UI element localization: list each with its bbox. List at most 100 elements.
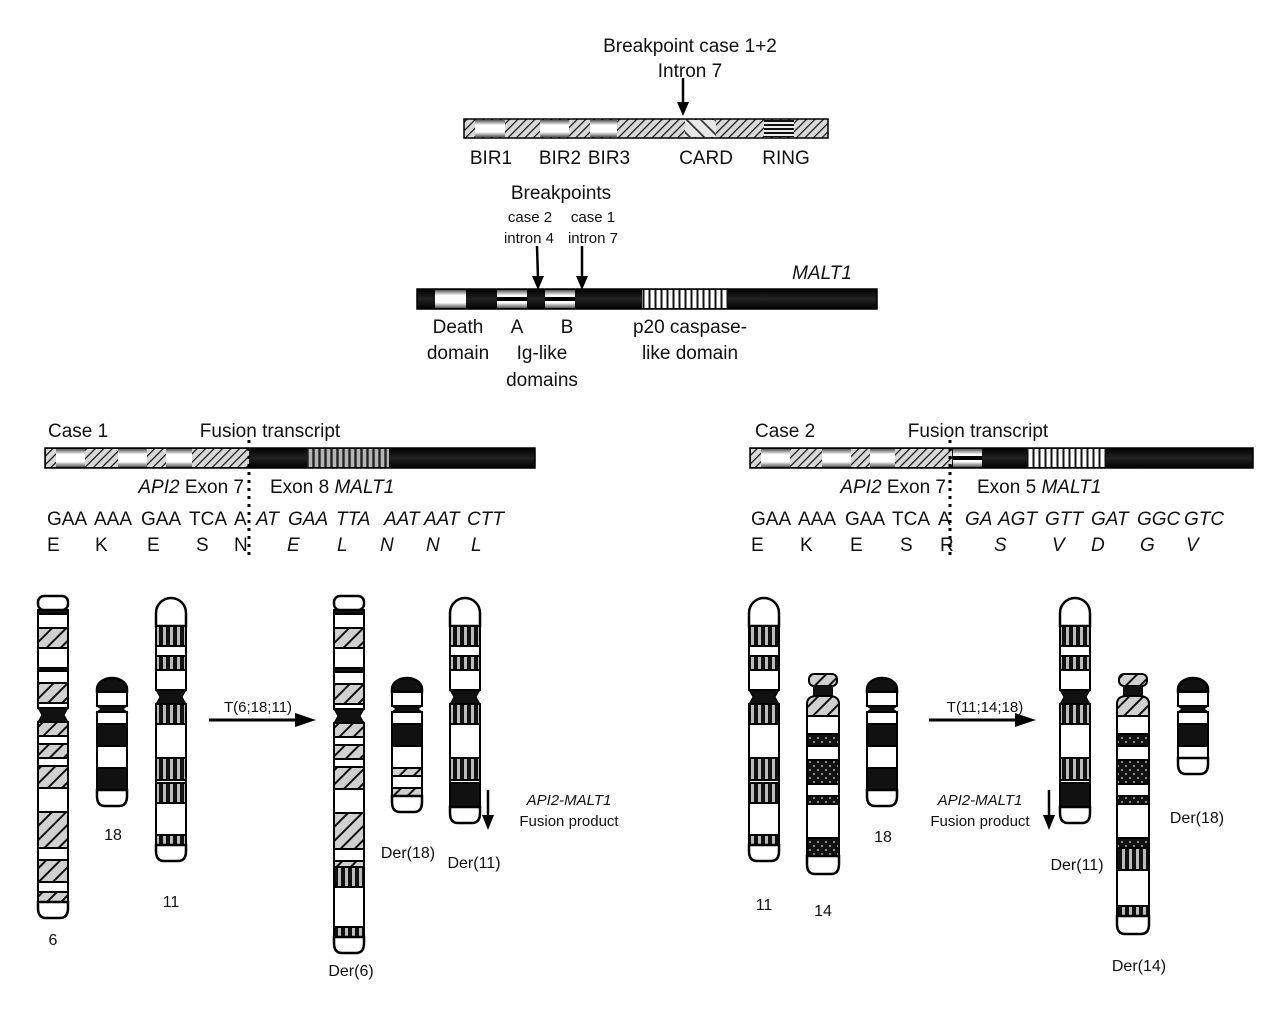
amino-acid: V [1186,535,1201,556]
death-label-2: domain [427,343,489,364]
case1-chromosome-labels: 6 18 11 Der(6) Der(18) Der(11) [49,827,501,980]
case2-translocation-arrow: T(11;14;18) [929,699,1036,727]
case1-malt1-exon-label: Exon 8 MALT1 [270,477,394,498]
case2-fusion-bar [749,447,1254,469]
codon: TCA [189,509,227,530]
bir1-domain [475,120,505,137]
derivative-chromosome-11 [1058,596,1092,825]
case1-codons-api2: GAA AAA GAA TCA A [47,509,247,530]
case1-translocation-label: T(6;18;11) [224,699,292,716]
chr14-label: 14 [814,903,832,920]
codon: A [234,509,247,530]
case1-translocation-arrow: T(6;18;11) [209,699,316,727]
amino-acid: V [1052,535,1067,556]
derivative-chromosome-11 [448,596,482,825]
case1-fusion-transcript: Case 1 Fusion transcript API2 Exon 7 Exo… [44,421,536,556]
chr11-label: 11 [756,897,773,914]
malt1-bar [416,288,878,310]
chr6-label: 6 [49,932,58,949]
der18-label: Der(18) [1170,810,1224,827]
case2-amino-acids: E K E S R S V D G V [751,535,1201,556]
codon: GTT [1045,509,1084,530]
codon: CTT [467,509,505,530]
card-label: CARD [679,148,733,169]
amino-acid: N [426,535,440,556]
case2-malt1-exon-label: Exon 5 MALT1 [977,477,1101,498]
amino-acid: S [900,535,913,556]
codon: GA [965,509,992,530]
codon: AT [255,509,280,530]
amino-acid: E [287,535,300,556]
derivative-chromosome-18 [1176,676,1210,776]
case1-api2-exon-label: API2 Exon 7 [137,477,244,498]
der11-label: Der(11) [447,855,500,872]
api2-breakpoint-title: Breakpoint case 1+2 [603,36,777,57]
chr18-label: 18 [104,827,122,844]
case2-fusion-product: API2-MALT1 Fusion product [930,790,1055,830]
api2-breakpoint-subtitle: Intron 7 [658,61,722,82]
codon: AGT [997,509,1038,530]
chromosome-14-satellite [806,673,840,717]
ig-label-2: domains [506,370,578,391]
case2-translocation-label: T(11;14;18) [947,699,1023,716]
der6-label: Der(6) [328,963,373,980]
amino-acid: N [380,535,394,556]
codon: TCA [892,509,930,530]
codon: TTA [336,509,370,530]
codon: A [938,509,951,530]
amino-acid: E [850,535,863,556]
bir3-label: BIR3 [588,148,630,169]
chromosome-18 [865,676,899,808]
case1-fusion-product-label: Fusion product [519,813,619,830]
codon: GAA [751,509,791,530]
amino-acid: L [471,535,482,556]
codon: AAT [383,509,421,530]
down-arrow-icon [1043,790,1055,830]
amino-acid: E [751,535,764,556]
bir2-domain [540,120,569,137]
case2-fusion-product-label: Fusion product [930,813,1030,830]
case1-fusion-product-gene: API2-MALT1 [526,792,612,809]
codon: AAA [798,509,836,530]
chromosome-6 [36,594,70,920]
case2-codons-malt1: GA AGT GTT GAT GGC GTC [965,509,1224,530]
chr18-label: 18 [874,829,892,846]
chromosome-11 [154,596,188,863]
bir1-label: BIR1 [470,148,512,169]
amino-acid: S [994,535,1007,556]
case2-chromosome-labels: 11 14 18 Der(11) Der(14) Der(18) [756,810,1224,975]
codon: GGC [1137,509,1181,530]
p20-label-2: like domain [642,343,738,364]
case1-fusion-bar [44,447,536,469]
death-domain [435,290,466,308]
codon: GAT [1091,509,1130,530]
codon: AAT [423,509,461,530]
bp-case1-line1: case 1 [571,209,615,226]
p20-label-1: p20 caspase- [633,317,747,338]
case2-api2-exon-label: API2 Exon 7 [839,477,946,498]
chr11-label: 11 [163,894,180,911]
api2-breakpoint-arrow [677,78,689,116]
malt1-gene-label: MALT1 [792,263,852,284]
case1-fusion-label: Fusion transcript [200,421,341,442]
derivative-chromosome-6 [332,594,366,955]
chromosome-18 [95,676,129,808]
case2-fusion-product-gene: API2-MALT1 [937,792,1023,809]
chromosome-ideograms [36,594,1210,955]
bp-case2-arrow [532,245,544,290]
chromosome-14 [805,715,841,876]
amino-acid: S [196,535,209,556]
amino-acid: K [800,535,813,556]
down-arrow-icon [482,790,494,830]
bp-case1-arrow [576,246,588,290]
codon: GAA [47,509,87,530]
case1-codons-malt1: AT GAA TTA AAT AAT CTT [255,509,505,530]
ig-b-label: B [561,317,574,338]
case1-amino-acids: E K E S N E L N N L [47,535,482,556]
case2-title: Case 2 [755,421,815,442]
derivative-chromosome-14-satellite [1116,673,1150,717]
bir3-domain [590,120,617,137]
amino-acid: G [1140,535,1155,556]
breakpoints-title: Breakpoints [511,183,611,204]
